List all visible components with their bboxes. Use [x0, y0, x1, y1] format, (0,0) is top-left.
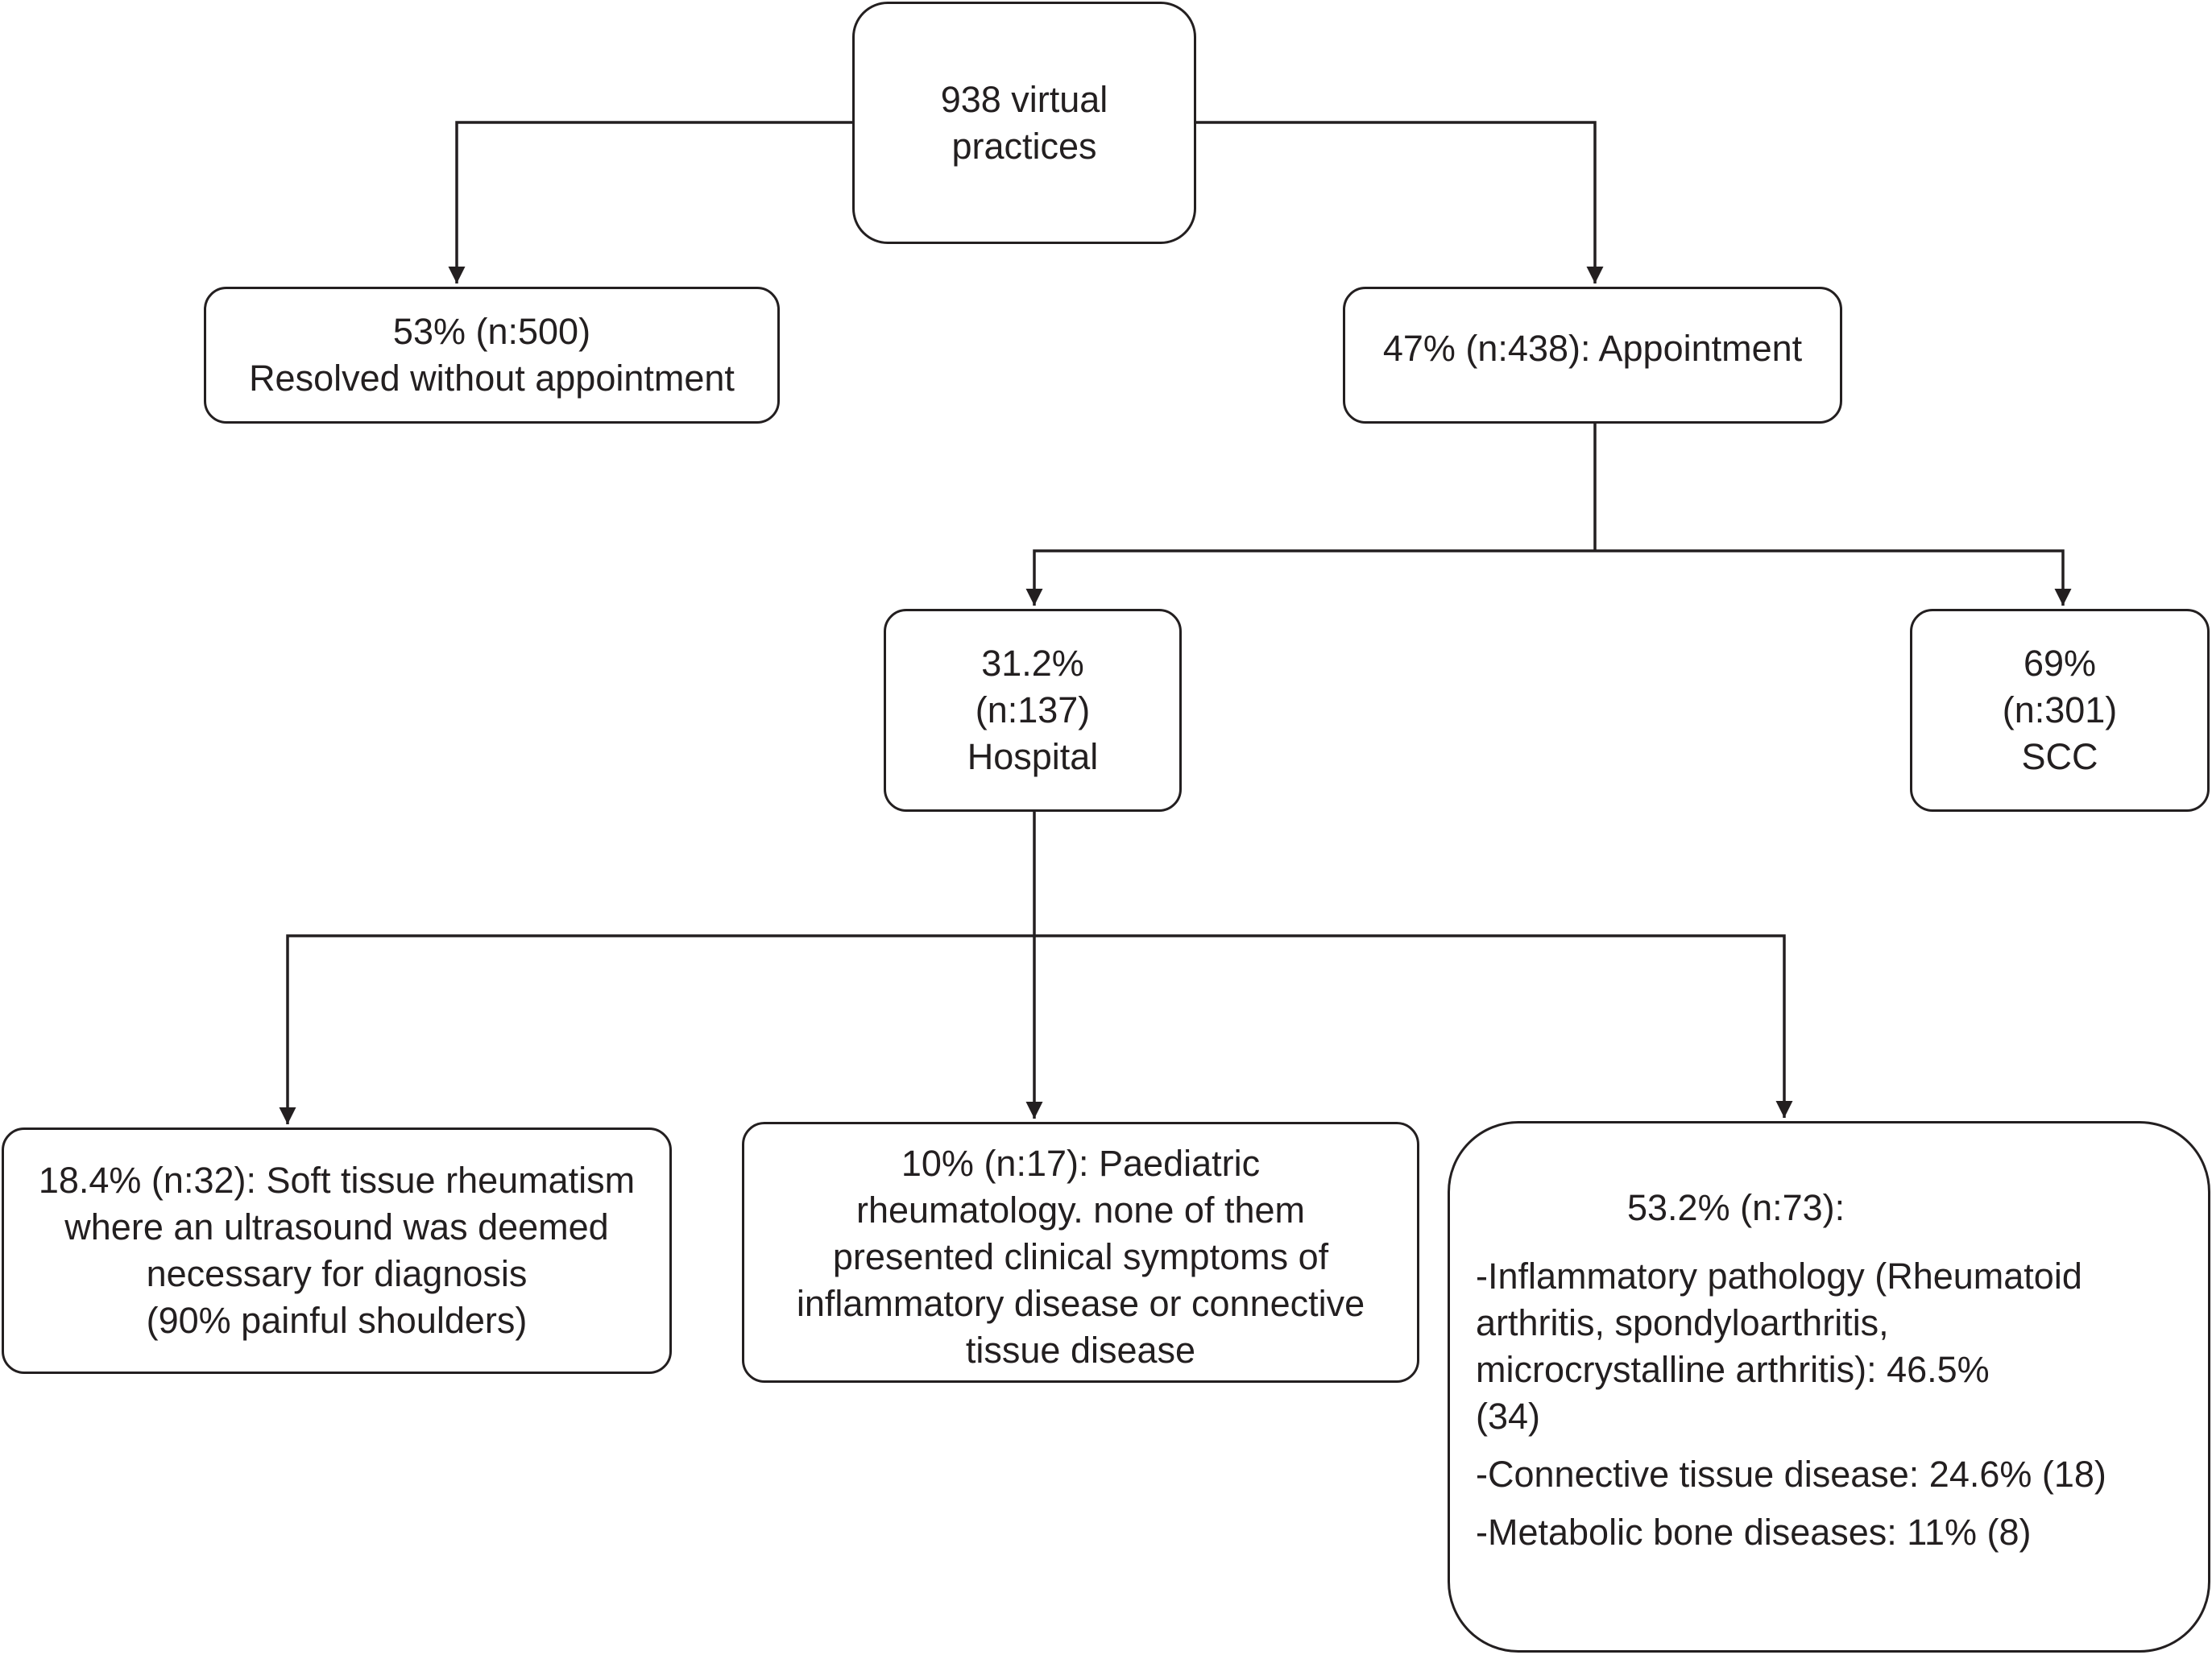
node-text-line: where an ultrasound was deemed: [64, 1206, 609, 1247]
arrow-root-to-resolved: [448, 121, 852, 283]
list-item-line: arthritis, spondyloarthritis,: [1476, 1302, 1889, 1343]
node-text-line: 31.2%: [981, 643, 1084, 684]
node-virtual-practices: 938 virtual practices: [852, 2, 1196, 244]
node-text-line: rheumatology. none of them: [855, 1190, 1305, 1231]
node-text-line: 18.4% (n:32): Soft tissue rheumatism: [38, 1160, 636, 1201]
arrow-appointment-to-scc: [1595, 549, 2072, 606]
arrow-appointment-to-hospital: [1025, 549, 1595, 606]
node-inflammatory-pathology: 53.2% (n:73): -Inflammatory pathology (R…: [1448, 1121, 2210, 1653]
node-soft-tissue-rheumatism: 18.4% (n:32): Soft tissue rheumatism whe…: [2, 1127, 672, 1374]
node-text-line: Hospital: [967, 736, 1099, 777]
node-text-line: 938 virtual: [940, 78, 1108, 120]
node-text-line: tissue disease: [965, 1330, 1196, 1371]
node-text-line: (n:301): [2002, 689, 2118, 730]
node-appointment: 47% (n:438): Appointment: [1343, 287, 1842, 424]
list-item: -Inflammatory pathology (Rheumatoid arth…: [1476, 1253, 2106, 1440]
list-item-line: -Metabolic bone diseases: 11% (8): [1476, 1512, 2032, 1553]
list-item-line: -Connective tissue disease: 24.6% (18): [1476, 1454, 2106, 1495]
list-item-line: microcrystalline arthritis): 46.5%: [1476, 1349, 1990, 1390]
node-title: 53.2% (n:73):: [1627, 1187, 1845, 1228]
arrow-hospital-to-inflammatory: [1034, 934, 1793, 1118]
list-item-line: (34): [1476, 1396, 1541, 1437]
node-scc: 69% (n:301) SCC: [1910, 609, 2210, 812]
node-resolved-without-appointment: 53% (n:500) Resolved without appointment: [204, 287, 780, 424]
node-text-line: 69%: [2023, 643, 2097, 684]
node-text-line: Resolved without appointment: [249, 358, 735, 399]
arrow-root-to-appointment: [1196, 121, 1604, 283]
node-text-line: inflammatory disease or connective: [796, 1283, 1365, 1324]
node-text-line: (n:137): [975, 689, 1091, 730]
list-item: -Connective tissue disease: 24.6% (18): [1476, 1451, 2106, 1498]
list-item-line: -Inflammatory pathology (Rheumatoid: [1476, 1256, 2082, 1297]
node-text-line: necessary for diagnosis: [146, 1253, 528, 1294]
node-hospital: 31.2% (n:137) Hospital: [884, 609, 1182, 812]
node-text-line: presented clinical symptoms of: [832, 1236, 1329, 1277]
diagnosis-list: -Inflammatory pathology (Rheumatoid arth…: [1476, 1253, 2106, 1556]
node-text-line: 53% (n:500): [392, 311, 591, 352]
node-text-line: 10% (n:17): Paediatric: [901, 1143, 1261, 1184]
node-text-line: practices: [951, 125, 1097, 167]
node-text-line: (90% painful shoulders): [146, 1300, 528, 1341]
node-paediatric-rheumatology: 10% (n:17): Paediatric rheumatology. non…: [742, 1122, 1419, 1383]
list-item: -Metabolic bone diseases: 11% (8): [1476, 1509, 2106, 1556]
node-text-line: 47% (n:438): Appointment: [1382, 328, 1803, 369]
node-text-line: SCC: [2021, 736, 2098, 777]
arrow-hospital-to-soft-tissue: [279, 934, 1034, 1124]
